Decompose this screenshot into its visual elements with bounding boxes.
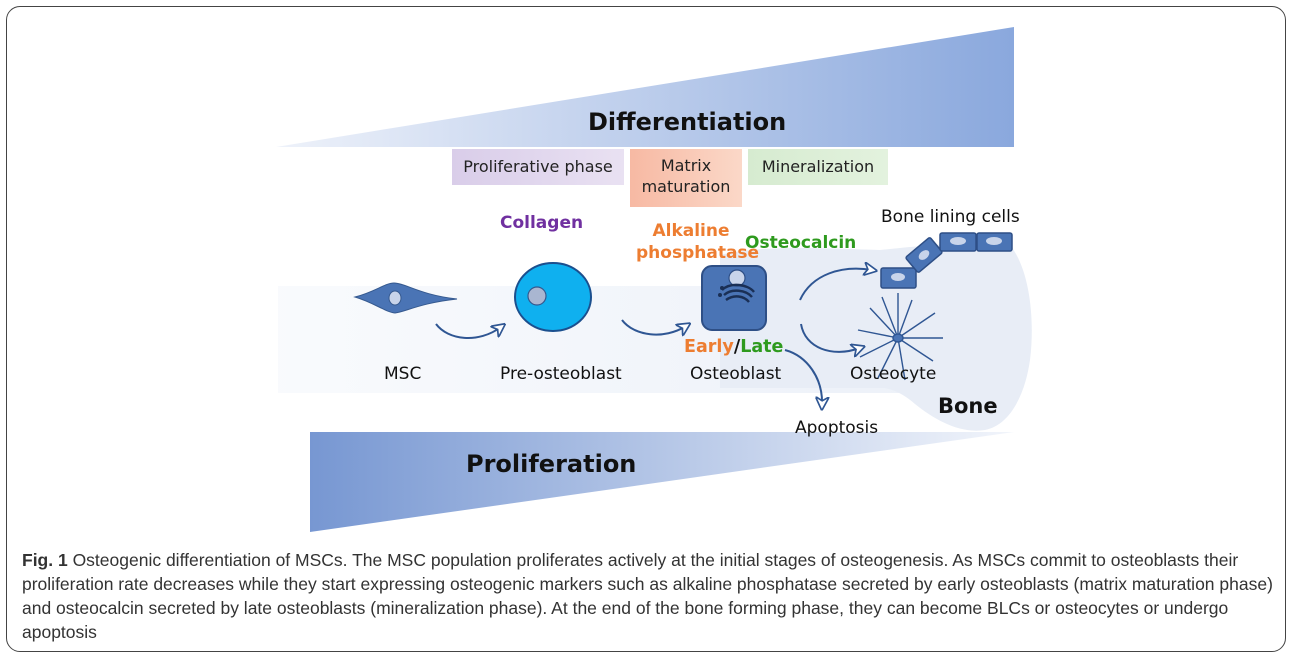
osteocyte-cell (857, 293, 943, 381)
arrow-to-apoptosis (784, 349, 822, 405)
slash-label: / (733, 337, 741, 357)
msc-cell (353, 282, 458, 314)
differentiation-wedge (276, 27, 1014, 147)
msc-label: MSC (384, 364, 422, 384)
arrow-pre-to-osteoblast (621, 319, 686, 335)
arrow-to-osteocyte (800, 323, 860, 352)
figure-diagram (276, 27, 1032, 532)
proliferative-phase-box: Proliferative phase (452, 149, 624, 185)
proliferation-label: Proliferation (466, 450, 637, 478)
arrow-to-bone-lining (799, 269, 872, 301)
alkaline-phosphatase-marker: Alkaline phosphatase (636, 221, 760, 263)
figure-label: Fig. 1 (22, 550, 68, 570)
arrow-msc-to-pre (435, 324, 501, 340)
mineralization-box: Mineralization (748, 149, 888, 185)
collagen-marker: Collagen (500, 213, 584, 233)
bone-lining-cells-label: Bone lining cells (881, 207, 1020, 227)
figure-frame (6, 6, 1286, 652)
late-label: Late (740, 337, 784, 357)
pre-osteoblast-label: Pre-osteoblast (500, 364, 622, 384)
differentiation-label: Differentiation (588, 108, 787, 136)
osteoblast-cell (701, 265, 767, 331)
osteocalcin-marker: Osteocalcin (745, 233, 857, 253)
osteocyte-label: Osteocyte (850, 364, 937, 384)
apoptosis-label: Apoptosis (795, 418, 879, 438)
figure-caption: Fig. 1 Osteogenic differentiation of MSC… (22, 548, 1274, 644)
osteoblast-label: Osteoblast (690, 364, 782, 384)
proliferation-wedge (310, 432, 1014, 532)
early-label: Early (684, 337, 734, 357)
bone-label: Bone (938, 394, 998, 418)
bone-lining-cells (880, 232, 1013, 289)
early-late-marker: Early/Late (684, 336, 783, 358)
pre-osteoblast-cell (514, 262, 592, 332)
caption-text: Osteogenic differentiation of MSCs. The … (22, 550, 1273, 642)
bone-region (720, 242, 1032, 431)
matrix-maturation-box: Matrix maturation (630, 149, 742, 207)
